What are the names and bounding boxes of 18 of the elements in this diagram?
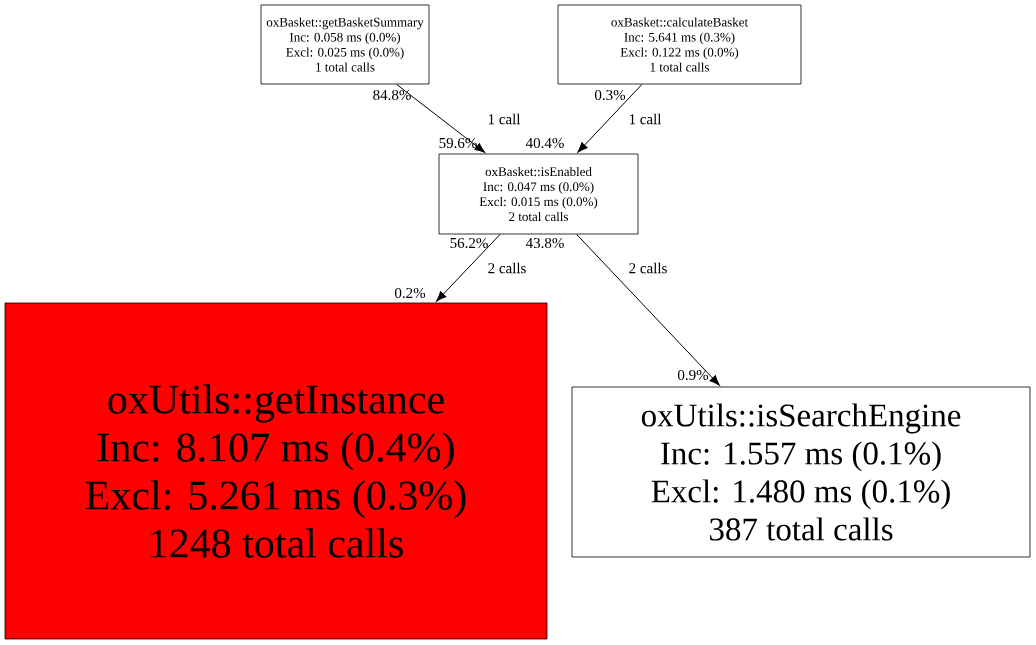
arrow bbox=[577, 83, 643, 153]
arrow bbox=[396, 83, 486, 153]
percentage-label: 0.9% bbox=[677, 369, 709, 381]
function-box: oxBasket::calculateBasket Inc: 5.641 ms (0.3%) Excl: 0.122 ms (0.0%) 1 total calls bbox=[557, 4, 802, 85]
function-box: oxBasket::getBasketSummary Inc: 0.058 ms (0.0%) Excl: 0.025 ms (0.0%) 1 total calls bbox=[260, 4, 430, 85]
edge-label: 1 call bbox=[486, 112, 522, 126]
percentage-label: 43.8% bbox=[525, 237, 564, 249]
percentage-label: 84.8% bbox=[373, 89, 411, 101]
arrow bbox=[576, 233, 720, 386]
arrow bbox=[436, 233, 501, 302]
percentage-label: 0.3% bbox=[594, 89, 626, 101]
function-box: oxUtils::isSearchEngine Inc: 1.557 ms (0.1%) Excl: 1.480 ms (0.1%) 387 total calls bbox=[571, 386, 1031, 558]
function-box: oxUtils::getInstance Inc: 8.107 ms (0.4%) Excl: 5.261 ms (0.3%) 1248 total calls bbox=[4, 302, 548, 640]
edge-label: 2 calls bbox=[486, 261, 528, 275]
function-box: oxBasket::isEnabled Inc: 0.047 ms (0.0%) Excl: 0.015 ms (0.0%) 2 total calls bbox=[438, 153, 639, 235]
edge-label: 2 calls bbox=[627, 261, 669, 275]
percentage-label: 56.2% bbox=[450, 237, 488, 249]
edge-label: 1 call bbox=[627, 112, 663, 126]
